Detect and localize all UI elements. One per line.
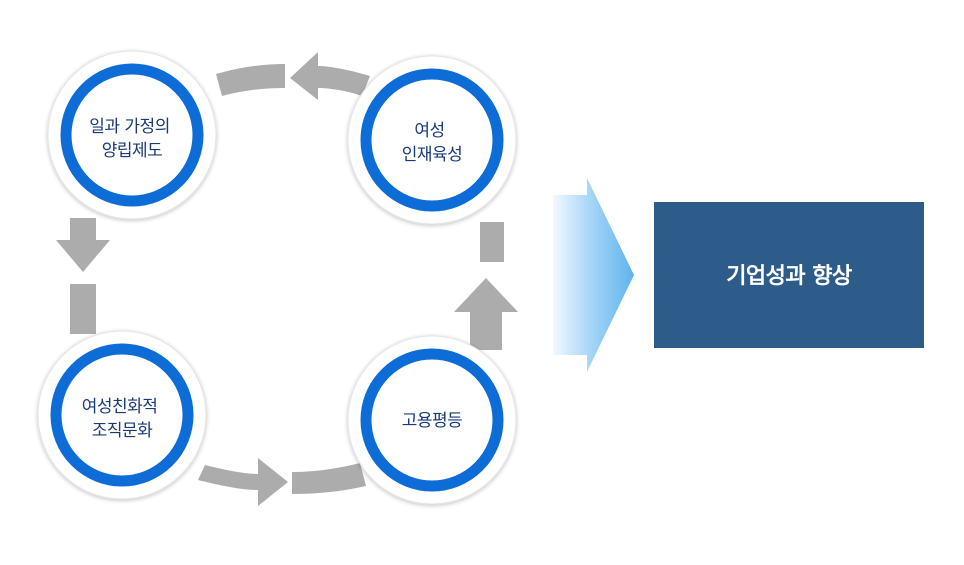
result-box bbox=[654, 202, 924, 348]
node-equal-employment-line-1: 고용평등 bbox=[402, 411, 463, 431]
node-equal-employment bbox=[347, 335, 517, 505]
arrow-bottom-icon bbox=[198, 458, 366, 506]
result-label: 기업성과 향상 bbox=[726, 264, 852, 289]
node-work-family-line-2: 양립제도 bbox=[102, 141, 163, 161]
node-women-talent-line-2: 인재육성 bbox=[402, 145, 463, 165]
node-women-talent bbox=[347, 55, 517, 225]
svg-text:여성 인재육성: 여성 인재육성 bbox=[402, 121, 463, 165]
svg-text:여성친화적 조직문화: 여성친화적 조직문화 bbox=[82, 397, 163, 441]
node-work-family-line-1: 일과 가정의 bbox=[89, 117, 170, 137]
arrow-top-icon bbox=[216, 52, 370, 100]
arrow-right-icon bbox=[454, 222, 518, 350]
node-women-talent-line-1: 여성 bbox=[414, 121, 444, 141]
node-female-culture bbox=[37, 330, 207, 500]
node-work-family bbox=[47, 50, 217, 220]
arrow-left-icon bbox=[56, 218, 110, 334]
big-arrow-right-icon bbox=[553, 178, 634, 372]
node-female-culture-line-2: 조직문화 bbox=[92, 421, 153, 441]
node-female-culture-line-1: 여성친화적 bbox=[82, 397, 158, 417]
cycle-arrows bbox=[56, 52, 518, 506]
svg-text:일과 가정의 양립제도: 일과 가정의 양립제도 bbox=[89, 117, 175, 161]
svg-text:고용평등: 고용평등 bbox=[402, 411, 463, 431]
